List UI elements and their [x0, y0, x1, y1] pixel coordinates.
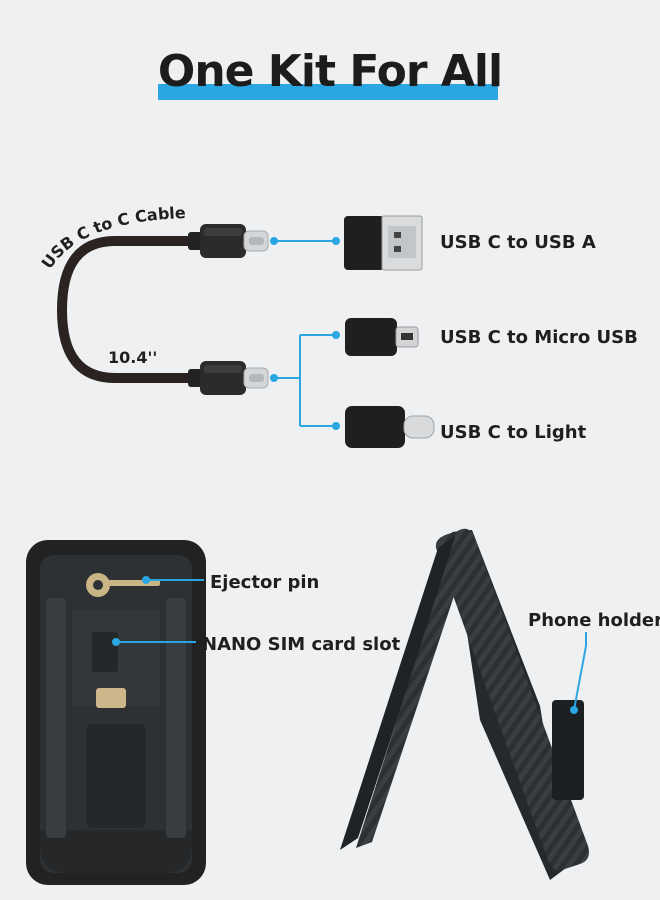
phone-holder-label: Phone holder — [528, 610, 660, 631]
lightning-adapter — [345, 406, 435, 448]
page-title: One Kit For All — [157, 46, 503, 97]
title-underline — [158, 84, 498, 100]
usb-c-plug-top — [188, 224, 269, 258]
cable-label: USB C to C Cable — [40, 203, 186, 272]
kit-case-open — [26, 540, 206, 885]
phone-holder-stand — [340, 528, 589, 880]
cable-wire — [56, 236, 197, 383]
lightning-adapter-label: USB C to Light — [440, 422, 587, 443]
connector-lines — [270, 237, 340, 430]
micro-usb-adapter — [345, 318, 419, 356]
usb-a-adapter — [344, 215, 423, 271]
usb-c-plug-bottom — [188, 361, 269, 395]
sim-slot-label: NANO SIM card slot — [202, 634, 401, 655]
cable-label-arc: USB C to C Cable — [40, 203, 186, 272]
micro-usb-adapter-label: USB C to Micro USB — [440, 327, 638, 348]
cable-length-label: 10.4'' — [108, 348, 158, 367]
usb-a-adapter-label: USB C to USB A — [440, 232, 596, 253]
ejector-pin-label: Ejector pin — [210, 572, 320, 593]
svg-text:USB C to C Cable: USB C to C Cable — [40, 203, 186, 272]
